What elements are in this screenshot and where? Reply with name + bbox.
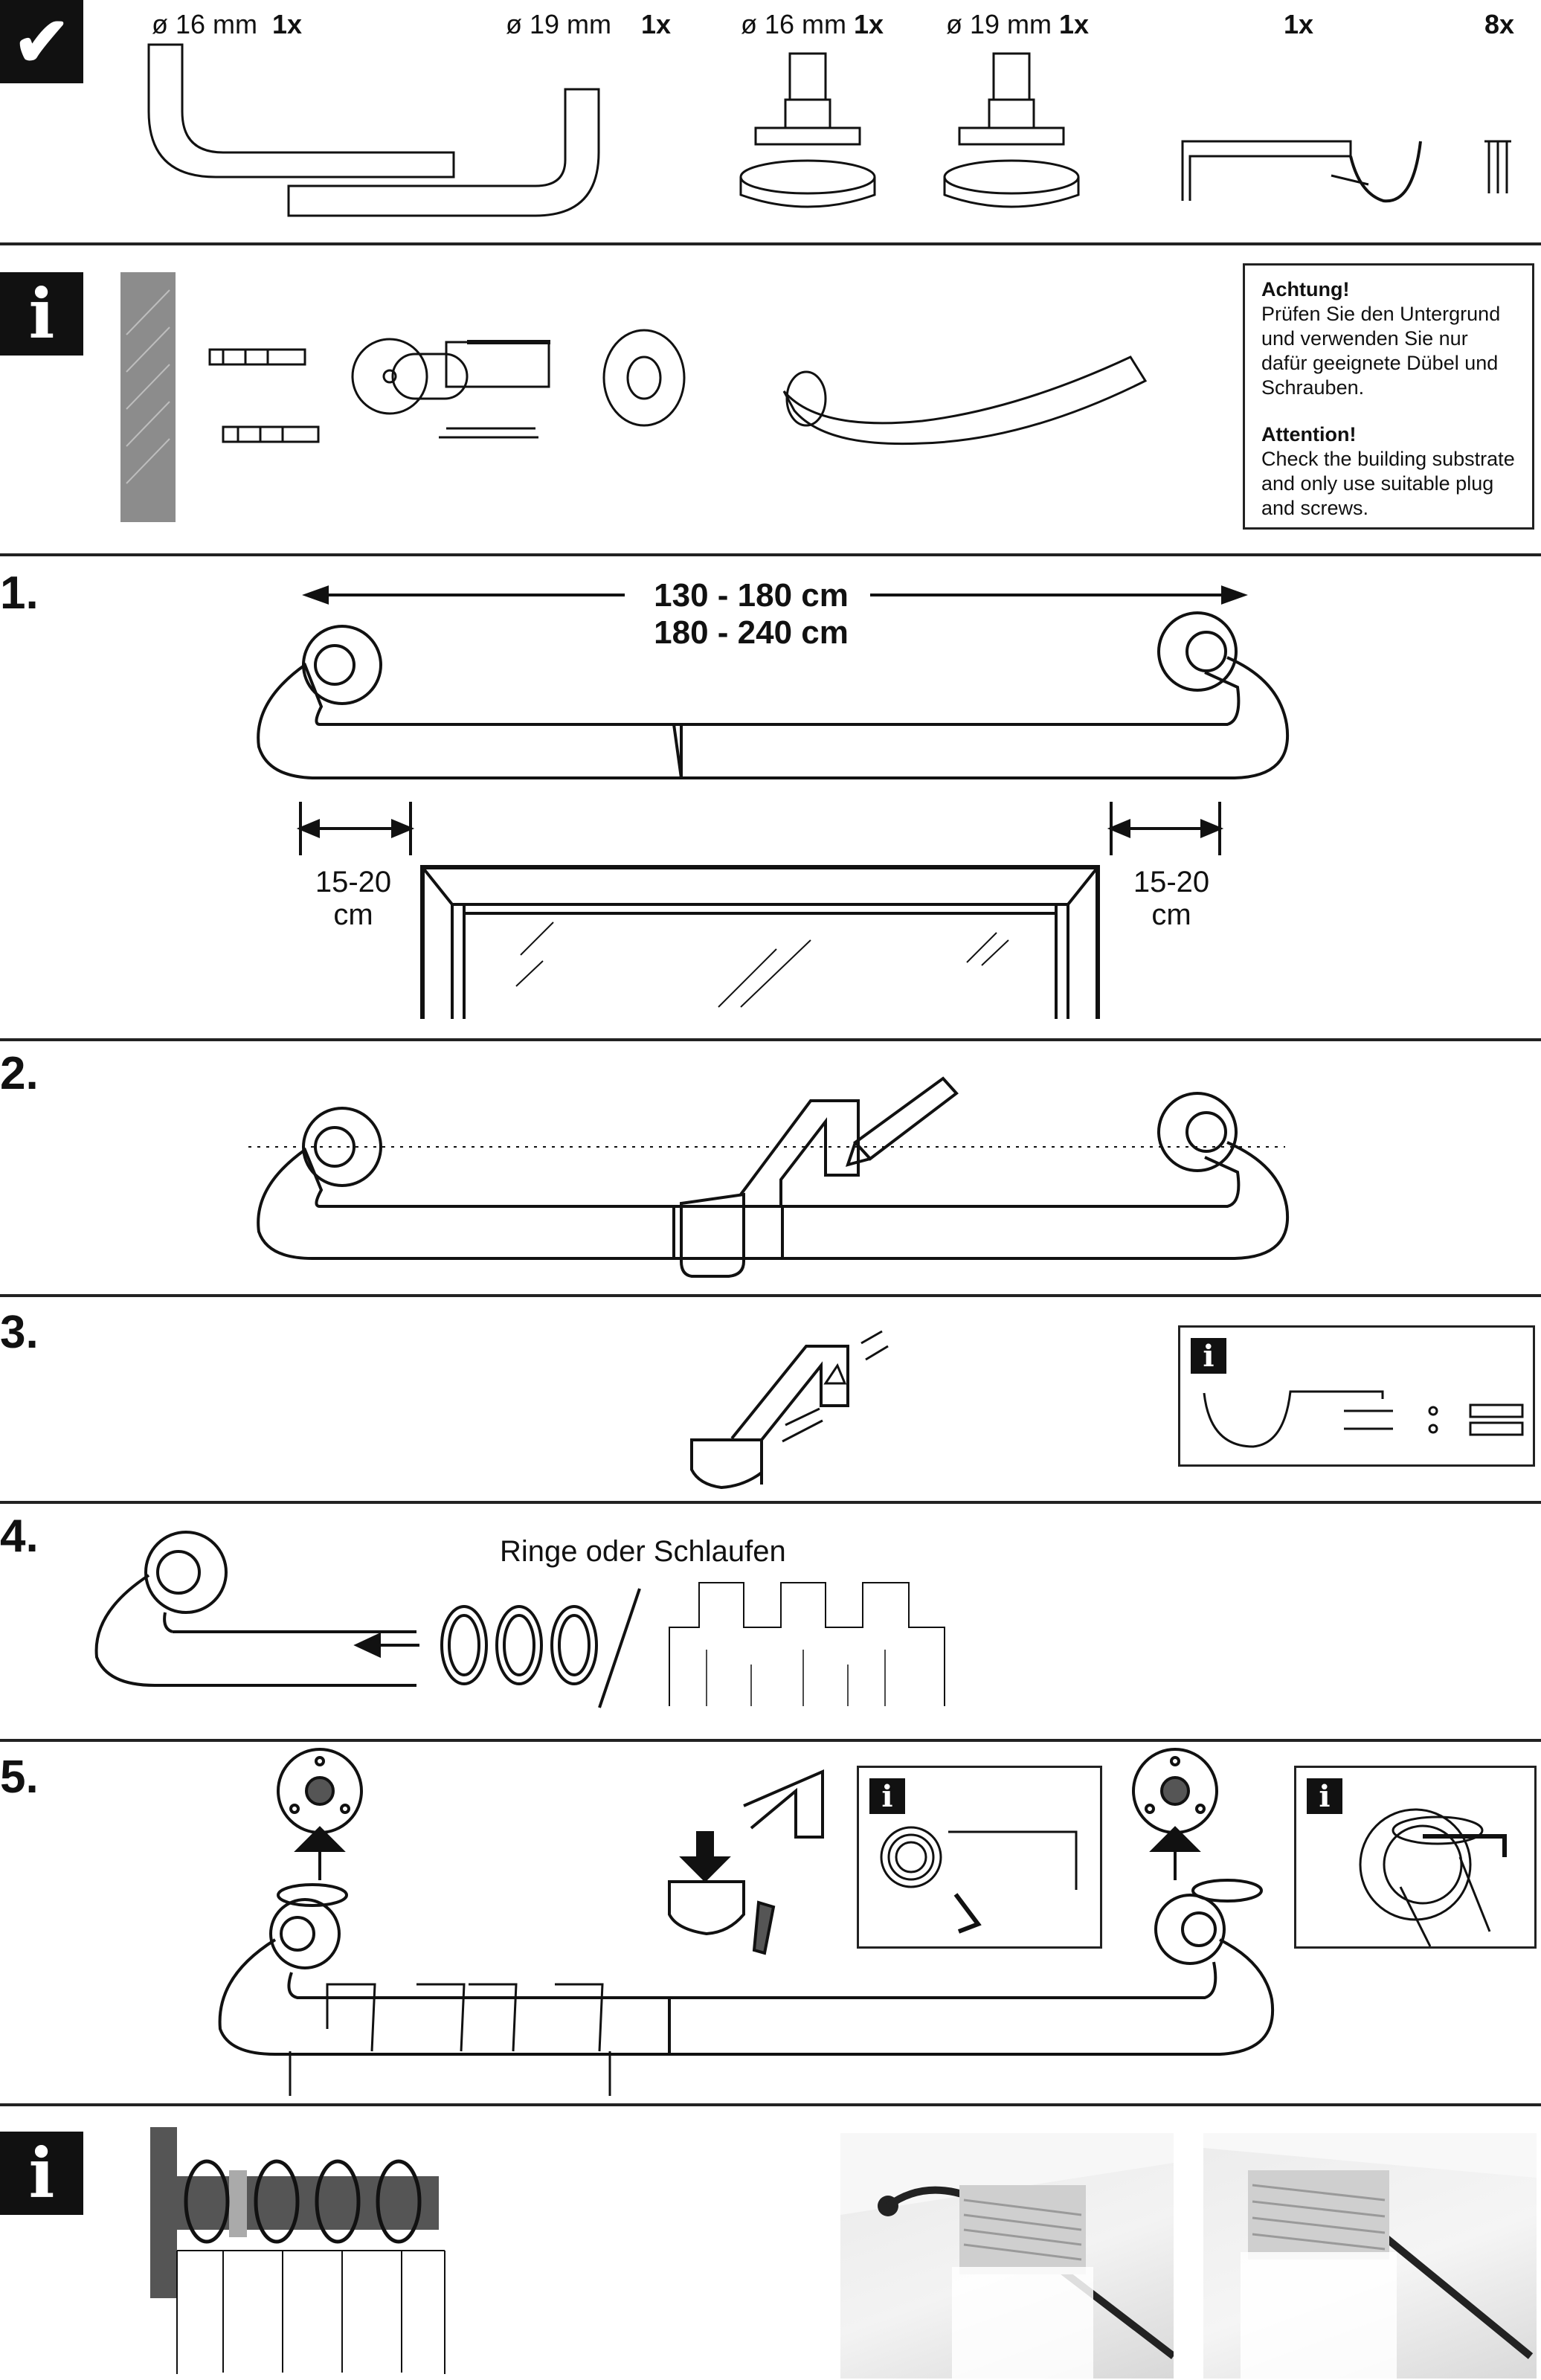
divider [0,242,1541,245]
step-1-number: 1. [0,567,39,619]
left-overhang-number: 15-20 [315,866,392,898]
step-1-drawing [0,553,1541,1038]
part-label-6: 8x [1484,9,1515,39]
photo-rod-with-curtain-right [1203,2133,1537,2379]
info-badge: i [1191,1338,1226,1374]
divider [0,1038,1541,1041]
left-overhang-unit: cm [333,898,373,931]
info-drawings [120,272,1235,522]
step-5-number: 5. [0,1752,39,1803]
step-2-drawing [0,1038,1541,1294]
part-label-3: ø 16 mm 1x [741,9,884,39]
hex-key-endcap-drawing [1296,1768,1539,1951]
rings-on-rod-drawing [150,2127,521,2380]
info-badge: i [0,272,83,356]
right-overhang-unit: cm [1151,898,1191,931]
divider [0,1294,1541,1297]
part-label-2: ø 19 mm 1x [506,9,672,39]
step-5-drawing [0,1739,1541,2103]
check-badge: ✔ [0,0,83,83]
rod-length-range-b: 180 - 240 cm [654,614,849,651]
divider [0,2103,1541,2106]
photo-rod-with-curtain-left [840,2133,1174,2379]
info-badge: i [869,1778,905,1814]
info-badge: i [0,2132,83,2215]
step-3-number: 3. [0,1307,39,1358]
divider [0,1501,1541,1504]
step-4-drawing [0,1501,1541,1739]
note-body-en: Check the building substrate and only us… [1261,448,1515,519]
info-badge: i [1307,1778,1342,1814]
step-5-info-box-b: i [1294,1766,1537,1949]
step-5-info-box-a: i [857,1766,1102,1949]
hook-screw-drawing [1180,1328,1537,1469]
photo-right-illustration [1203,2133,1537,2379]
step-3-drawing [0,1294,1160,1501]
rings-or-loops-caption: Ringe oder Schlaufen [500,1535,786,1568]
part-label-5: 1x [1284,9,1314,39]
parts-drawings [0,0,1541,245]
note-body-de: Prüfen Sie den Untergrund und verwenden … [1261,303,1501,399]
right-overhang-number: 15-20 [1133,866,1210,898]
divider [0,553,1541,556]
note-title-en: Attention! [1261,423,1357,446]
step-3-info-box: i [1178,1325,1535,1467]
photo-left-illustration [840,2133,1174,2379]
step-2-number: 2. [0,1048,39,1099]
hex-key-hook-drawing [859,1768,1104,1951]
rod-length-range-a: 130 - 180 cm [654,577,849,614]
part-label-1: ø 16 mm 1x [152,9,303,39]
step-4-number: 4. [0,1511,39,1562]
divider [0,1739,1541,1742]
part-label-4: ø 19 mm 1x [946,9,1090,39]
warning-note: Achtung! Prüfen Sie den Untergrund und v… [1243,263,1534,530]
note-title-de: Achtung! [1261,278,1350,300]
